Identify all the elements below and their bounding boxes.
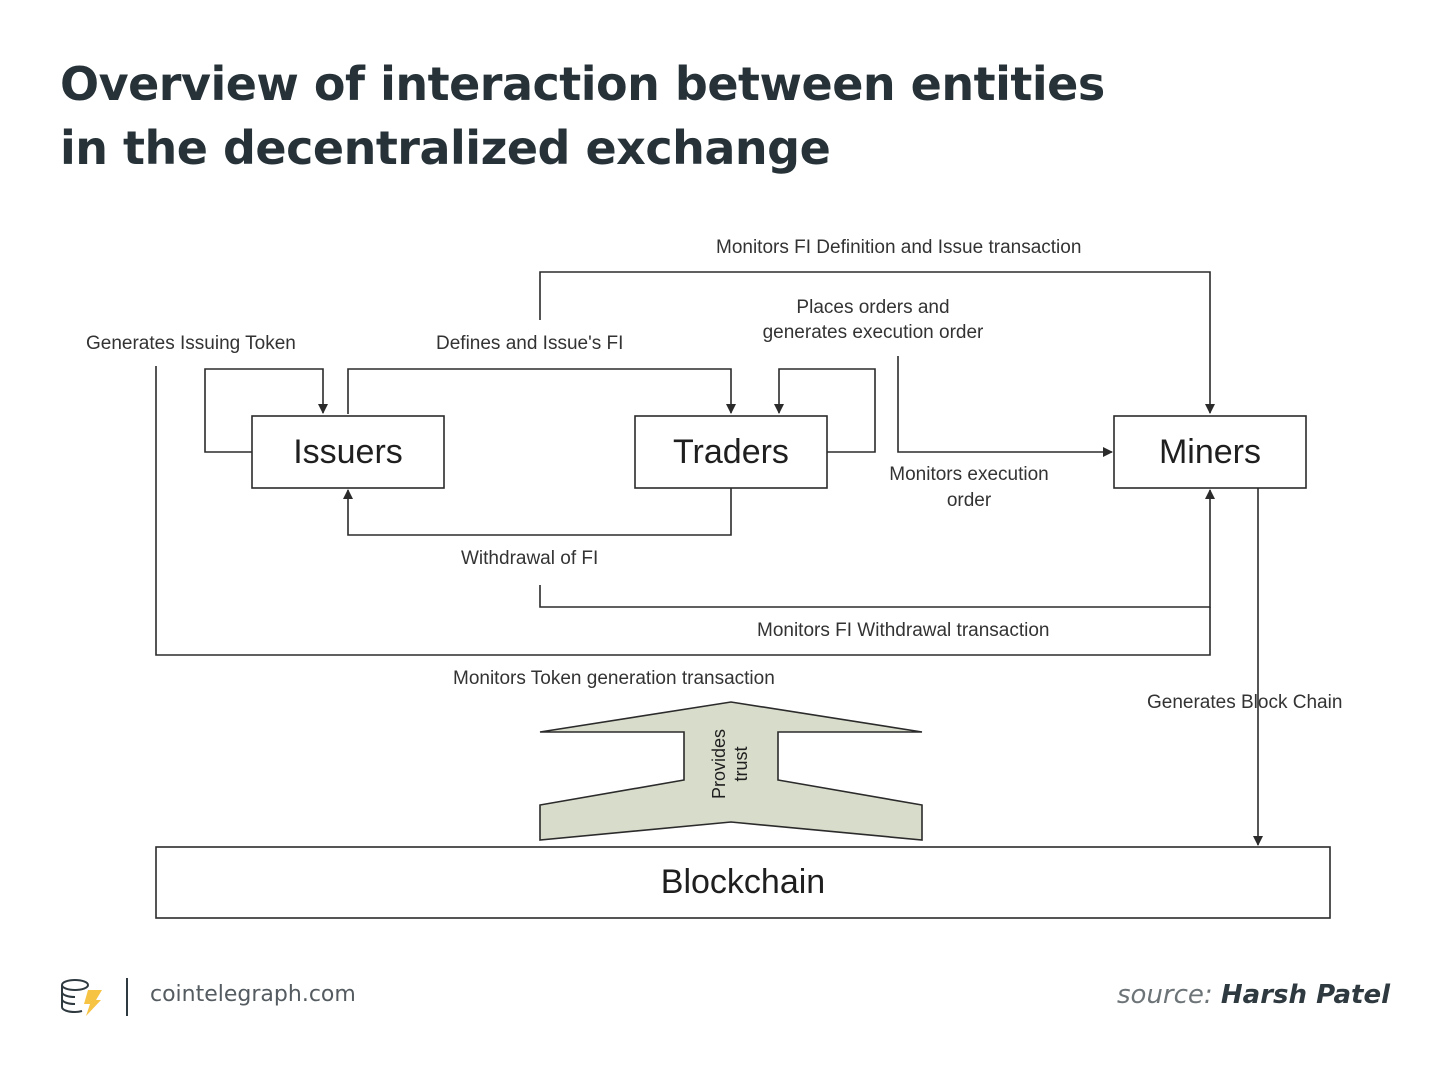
footer-source: source: Harsh Patel (1117, 980, 1390, 1010)
label-monitors-execution-2: order (947, 490, 992, 511)
provides-trust-label: Provides trust (709, 729, 751, 799)
edge-generates-issuing-token (204, 368, 328, 453)
edge-monitors-fi-definition (539, 271, 1215, 414)
provides-trust-text-1: Provides (709, 729, 729, 799)
issuers-label: Issuers (293, 433, 403, 471)
provides-trust-arrow (539, 701, 923, 841)
label-monitors-fi-withdrawal: Monitors FI Withdrawal transaction (757, 620, 1050, 641)
edge-withdrawal-of-fi (343, 488, 732, 536)
label-places-orders-1: Places orders and (796, 297, 949, 318)
miners-box (1113, 415, 1307, 489)
label-places-orders-2: generates execution order (763, 322, 984, 343)
blockchain-box (155, 846, 1331, 919)
traders-label: Traders (673, 433, 789, 471)
cointelegraph-logo-icon (58, 976, 104, 1018)
footer-divider (126, 978, 128, 1016)
label-monitors-fi-definition: Monitors FI Definition and Issue transac… (716, 237, 1081, 258)
edge-defines-and-issues-fi (347, 368, 736, 414)
label-monitors-execution-1: Monitors execution (889, 464, 1048, 485)
provides-trust-text-2: trust (731, 746, 751, 781)
edge-monitors-fi-withdrawal (539, 489, 1215, 608)
traders-box (634, 415, 828, 489)
miners-label: Miners (1159, 433, 1261, 471)
title-line-2: in the decentralized exchange (60, 121, 831, 175)
label-withdrawal-of-fi: Withdrawal of FI (461, 548, 598, 569)
blockchain-label: Blockchain (661, 863, 825, 901)
edge-places-orders-to-miners (897, 356, 1113, 457)
page-title: Overview of interaction between entities… (60, 52, 1360, 180)
edge-places-orders-loop (774, 368, 876, 453)
label-monitors-token-generation: Monitors Token generation transaction (453, 668, 775, 689)
label-generates-block-chain: Generates Block Chain (1147, 692, 1342, 713)
title-line-1: Overview of interaction between entities (60, 57, 1105, 111)
label-generates-issuing-token: Generates Issuing Token (86, 333, 296, 354)
edge-monitors-token-generation (155, 366, 1211, 656)
source-prefix: source: (1116, 980, 1213, 1010)
issuers-box (251, 415, 445, 489)
source-name: Harsh Patel (1220, 980, 1390, 1010)
footer-site-link[interactable]: cointelegraph.com (150, 982, 356, 1007)
label-defines-and-issues-fi: Defines and Issue's FI (436, 333, 623, 354)
